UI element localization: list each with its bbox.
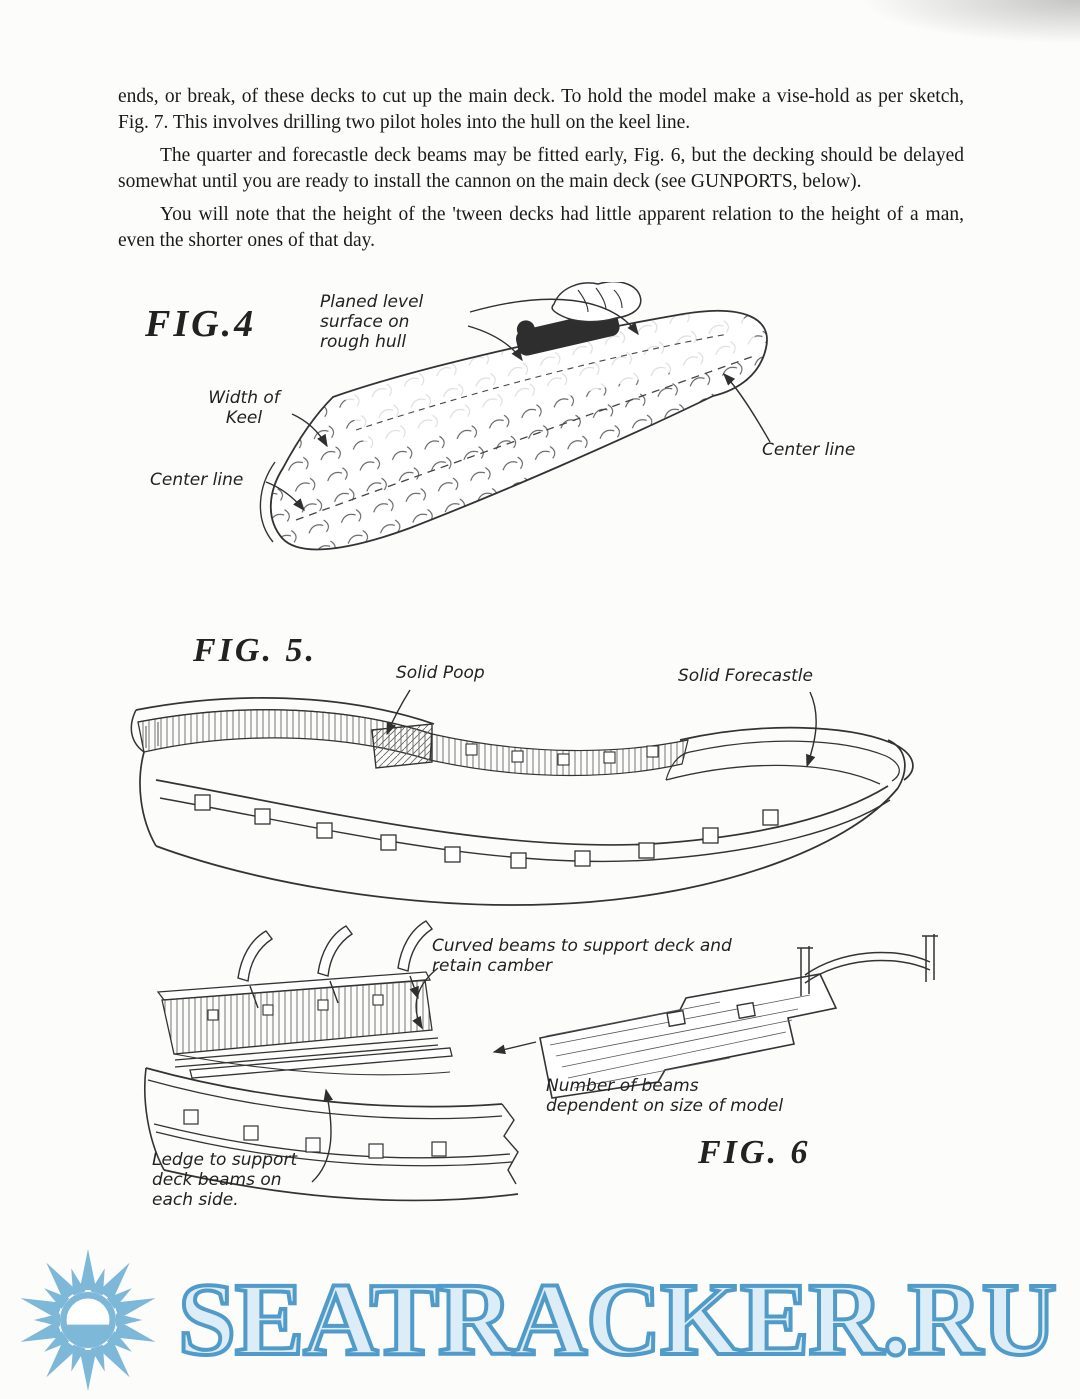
body-text: ends, or break, of these decks to cut up… bbox=[118, 84, 964, 254]
annotation-number-of-beams: Number of beams dependent on size of mod… bbox=[546, 1076, 784, 1117]
annotation-ledge: Ledge to support deck beams on each side… bbox=[152, 1150, 298, 1211]
annotation-planed-surface: Planed level surface on rough hull bbox=[320, 292, 424, 353]
fig4-hull-planing-drawing bbox=[259, 282, 771, 551]
figure-4: FIG.4 Planed level surface on rough hull… bbox=[118, 282, 958, 592]
beam-cross-section bbox=[797, 934, 938, 996]
annotation-solid-poop: Solid Poop bbox=[396, 663, 485, 683]
watermark: SEATRACKER.RU bbox=[0, 1244, 1080, 1396]
watermark-text: SEATRACKER.RU bbox=[176, 1260, 1059, 1379]
deck-piece bbox=[539, 973, 838, 1099]
fig5-hull-side-drawing bbox=[130, 689, 914, 906]
annotation-center-line-right: Center line bbox=[762, 440, 856, 460]
paragraph: ends, or break, of these decks to cut up… bbox=[118, 86, 964, 133]
figure-4-label: FIG.4 bbox=[145, 303, 257, 345]
hand bbox=[551, 282, 642, 323]
sun-logo-icon bbox=[17, 1249, 159, 1391]
figure-5: FIG. 5. Solid Poop Solid Forecastle bbox=[110, 630, 970, 930]
paragraph: The quarter and forecastle deck beams ma… bbox=[118, 145, 964, 192]
scan-artifact-right bbox=[860, 0, 1080, 44]
annotation-width-of-keel: Width of Keel bbox=[208, 388, 280, 429]
figure-5-label: FIG. 5. bbox=[193, 632, 317, 669]
annotation-center-line-left: Center line bbox=[150, 470, 244, 490]
paragraph: You will note that the height of the 'tw… bbox=[118, 204, 964, 251]
figure-6-label: FIG. 6 bbox=[698, 1134, 811, 1171]
annotation-curved-beams: Curved beams to support deck and retain … bbox=[432, 936, 732, 977]
solid-poop-block bbox=[371, 723, 433, 769]
figure-6: FIG. 6 Curved beams to support deck and … bbox=[120, 920, 1070, 1240]
annotation-solid-forecastle: Solid Forecastle bbox=[678, 666, 813, 686]
fig6-deck-beams-drawing bbox=[144, 920, 938, 1202]
scan-artifact-left bbox=[0, 0, 150, 34]
